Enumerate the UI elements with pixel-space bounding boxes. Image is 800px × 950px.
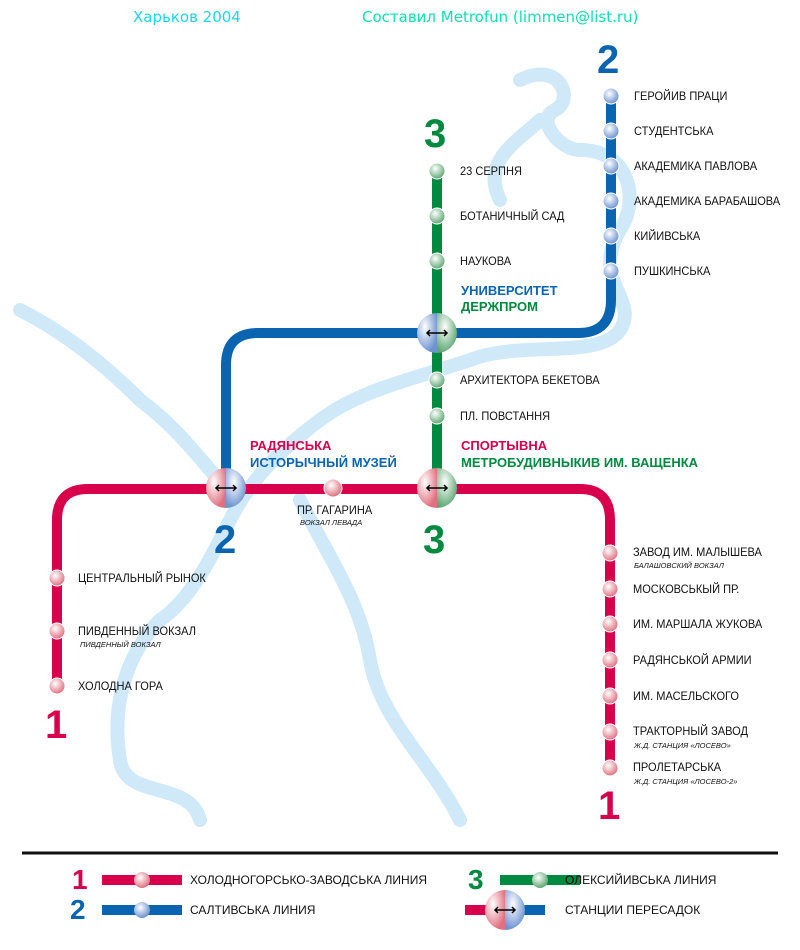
station-label[interactable]: АРХИТЕКТОРА БЕКЕТОВА bbox=[460, 373, 600, 387]
legend-transfer-label: СТАНЦИИ ПЕРЕСАДОК bbox=[565, 903, 701, 917]
line-3-number-bottom: 3 bbox=[423, 518, 446, 562]
line-1-number-left: 1 bbox=[45, 703, 68, 747]
transfer-label[interactable]: МЕТРОБУДИВНЫКИВ ИМ. ВАЩЕНКА bbox=[461, 455, 699, 470]
station-label[interactable]: ПУШКИНСЬКА bbox=[634, 264, 711, 278]
legend-line-2-number: 2 bbox=[70, 894, 86, 925]
line-3-number-top: 3 bbox=[424, 112, 447, 156]
legend-line-3-label: ОЛЕКСИЙИВСЬКА ЛИНИЯ bbox=[565, 873, 717, 887]
legend-line-2-label: САЛТИВСЬКА ЛИНИЯ bbox=[190, 903, 316, 917]
station-label[interactable]: БОТАНИЧНЫЙ САД bbox=[460, 209, 565, 223]
station-label[interactable]: АКАДЕМИКА БАРАБАШОВА bbox=[634, 194, 781, 208]
transfer-radyanska bbox=[206, 468, 246, 508]
station-sublabel: Ж.Д. СТАНЦИЯ «ЛОСЕВО» bbox=[634, 741, 731, 750]
legend-line-3-number: 3 bbox=[468, 864, 484, 895]
station-sublabel: БАЛАШОВСКИЙ ВОКЗАЛ bbox=[634, 561, 724, 570]
station-label[interactable]: ИМ. МАСЕЛЬСКОГО bbox=[633, 689, 739, 703]
legend-line-1-number: 1 bbox=[72, 864, 88, 895]
station-label[interactable]: ИМ. МАРШАЛА ЖУКОВА bbox=[633, 617, 763, 631]
transfer-label[interactable]: РАДЯНСЬКА bbox=[250, 438, 332, 453]
transfer-label[interactable]: УНИВЕРСИТЕТ bbox=[461, 283, 558, 298]
station-label[interactable]: КИЙИВСЬКА bbox=[634, 229, 701, 243]
stations bbox=[48, 87, 620, 777]
transfer-label[interactable]: СПОРТЫВНА bbox=[461, 438, 548, 453]
station-label[interactable]: МОСКОВСЬКЫЙ ПР. bbox=[633, 582, 740, 596]
station-label[interactable]: ПРОЛЕТАРСЬКА bbox=[633, 760, 722, 774]
map-title: Харьков 2004 bbox=[133, 8, 241, 26]
station-label[interactable]: СТУДЕНТСЬКА bbox=[634, 124, 714, 138]
legend-line-1-label: ХОЛОДНОГОРСЬКО-ЗАВОДСЬКА ЛИНИЯ bbox=[190, 873, 428, 887]
station-sublabel: Ж.Д. СТАНЦИЯ «ЛОСЕВО-2» bbox=[634, 777, 738, 786]
station-sublabel: ПИВДЕННЫЙ ВОКЗАЛ bbox=[80, 640, 161, 649]
station-label[interactable]: НАУКОВА bbox=[460, 254, 512, 268]
station-label[interactable]: РАДЯНСЬКОЙ АРМИИ bbox=[633, 653, 752, 667]
line-1-number-right: 1 bbox=[598, 784, 621, 828]
transfer-label[interactable]: ДЕРЖПРОМ bbox=[461, 299, 538, 314]
line-2-number-top: 2 bbox=[597, 38, 620, 82]
transfer-univ bbox=[417, 313, 457, 353]
station-label[interactable]: ГЕРОЙИВ ПРАЦИ bbox=[634, 89, 728, 103]
station-label[interactable]: ЦЕНТРАЛЬНЫЙ РЫНОК bbox=[78, 571, 206, 585]
station-label[interactable]: ПЛ. ПОВСТАННЯ bbox=[460, 409, 551, 423]
river bbox=[13, 67, 637, 827]
station-label[interactable]: 23 СЕРПНЯ bbox=[460, 164, 522, 178]
author-credit: Составил Metrofun (limmen@list.ru) bbox=[362, 8, 639, 26]
station-label[interactable]: АКАДЕМИКА ПАВЛОВА bbox=[634, 159, 758, 173]
station-sublabel: ВОКЗАЛ ЛЕВАДА bbox=[300, 518, 363, 527]
station-label[interactable]: ТРАКТОРНЫЙ ЗАВОД bbox=[633, 724, 748, 738]
station-label[interactable]: ПР. ГАГАРИНА bbox=[297, 503, 373, 517]
transfer-sport bbox=[417, 468, 457, 508]
station-label[interactable]: ПИВДЕННЫЙ ВОКЗАЛ bbox=[78, 624, 196, 638]
line-2-number-bottom: 2 bbox=[214, 518, 237, 562]
transfer-label[interactable]: ИСТОРЫЧНЫЙ МУЗЕЙ bbox=[250, 455, 397, 470]
station-label[interactable]: ХОЛОДНА ГОРА bbox=[78, 679, 163, 693]
legend-symbols bbox=[102, 872, 580, 930]
station-label[interactable]: ЗАВОД ИМ. МАЛЫШЕВА bbox=[633, 545, 762, 559]
